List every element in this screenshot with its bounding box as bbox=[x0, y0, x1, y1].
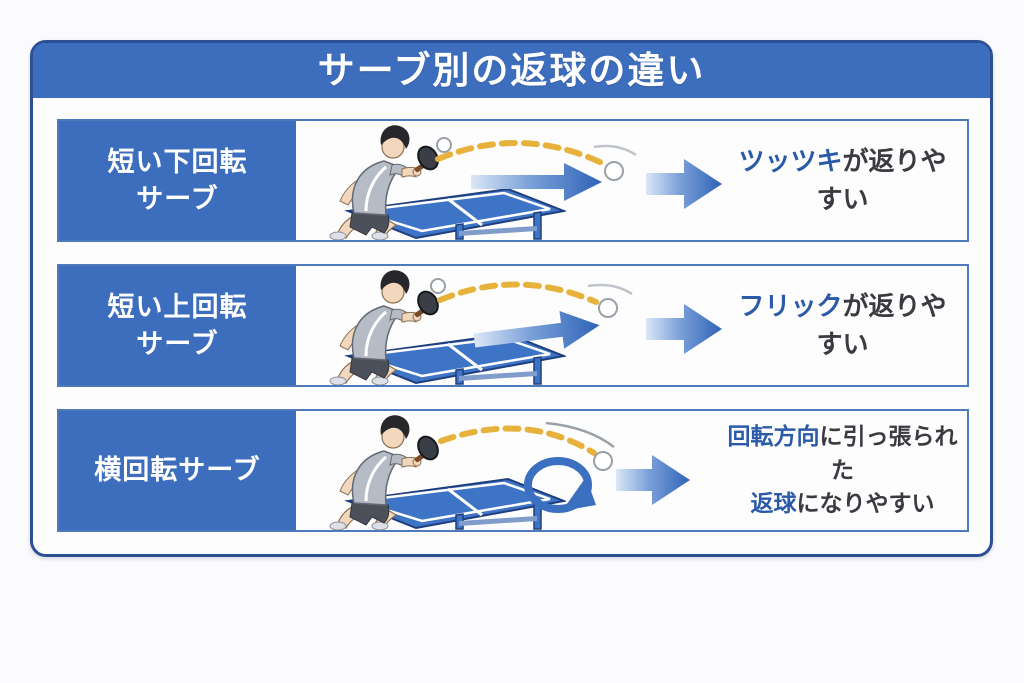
return-description: フリックが返りやすい bbox=[726, 288, 967, 363]
return-keyword: フリック bbox=[738, 290, 843, 321]
label-line-1: 横回転サーブ bbox=[94, 455, 261, 486]
return-line-2: 返球になりやすい bbox=[726, 487, 959, 520]
trajectory-arc bbox=[438, 425, 597, 456]
serve-type-label: 短い上回転 サーブ bbox=[59, 266, 296, 385]
return-text: が返りやすい bbox=[816, 290, 947, 359]
ball-icon bbox=[604, 161, 624, 181]
serve-row-sidespin: 横回転サーブ 回転方向に引っ張られた 返球にな bbox=[57, 409, 969, 532]
return-text: が返りやすい bbox=[816, 145, 947, 214]
motion-line bbox=[545, 421, 615, 448]
return-keyword: 回転方向 bbox=[727, 423, 820, 450]
ball-icon bbox=[598, 298, 618, 318]
arrow-right-icon bbox=[616, 455, 690, 505]
label-line-2: サーブ bbox=[136, 328, 219, 359]
label-line-1: 短い上回転 bbox=[107, 292, 248, 323]
trajectory-arc bbox=[437, 281, 599, 305]
label-line-1: 短い下回転 bbox=[107, 147, 248, 178]
return-description: ツッツキが返りやすい bbox=[726, 143, 967, 218]
arrow-right-icon bbox=[646, 159, 722, 209]
label-line-2: サーブ bbox=[136, 183, 219, 214]
return-keyword: 返球 bbox=[750, 490, 797, 517]
serve-type-label: 横回転サーブ bbox=[59, 411, 296, 530]
serve-illustration-topspin bbox=[328, 268, 722, 385]
title-banner: サーブ別の返球の違い bbox=[33, 43, 990, 98]
arrow-right-icon bbox=[646, 304, 722, 354]
row-content: 回転方向に引っ張られた 返球になりやすい bbox=[296, 411, 967, 530]
return-description: 回転方向に引っ張られた 返球になりやすい bbox=[726, 420, 967, 520]
serve-row-short-topspin: 短い上回転 サーブ フリックが返りやすい bbox=[57, 264, 969, 387]
return-line-1: 回転方向に引っ張られた bbox=[726, 420, 959, 487]
serve-type-label: 短い下回転 サーブ bbox=[59, 121, 296, 240]
serve-row-short-backspin: 短い下回転 サーブ ツッツキが返りやすい bbox=[57, 119, 969, 242]
return-text: になりやすい bbox=[796, 490, 935, 517]
ball-icon bbox=[593, 451, 613, 471]
curved-arrowhead-icon bbox=[562, 477, 596, 511]
arrow-right-icon bbox=[471, 163, 602, 201]
serve-rows: 短い下回転 サーブ ツッツキが返りやすい bbox=[33, 98, 990, 532]
motion-line bbox=[593, 144, 637, 157]
serve-illustration-sidespin bbox=[328, 413, 690, 530]
arrow-right-up-icon bbox=[473, 310, 600, 349]
return-keyword: ツッツキ bbox=[738, 145, 843, 176]
ball-icon bbox=[430, 278, 446, 294]
page-title: サーブ別の返球の違い bbox=[317, 50, 706, 91]
serve-illustration-backspin bbox=[328, 123, 722, 240]
row-content: フリックが返りやすい bbox=[296, 266, 967, 385]
ball-icon bbox=[436, 137, 452, 153]
trajectory-arc bbox=[435, 140, 605, 166]
infographic-card: サーブ別の返球の違い 短い下回転 サーブ bbox=[30, 40, 993, 557]
return-text: に引っ張られた bbox=[819, 423, 958, 483]
row-content: ツッツキが返りやすい bbox=[296, 121, 967, 240]
motion-line bbox=[587, 283, 633, 296]
